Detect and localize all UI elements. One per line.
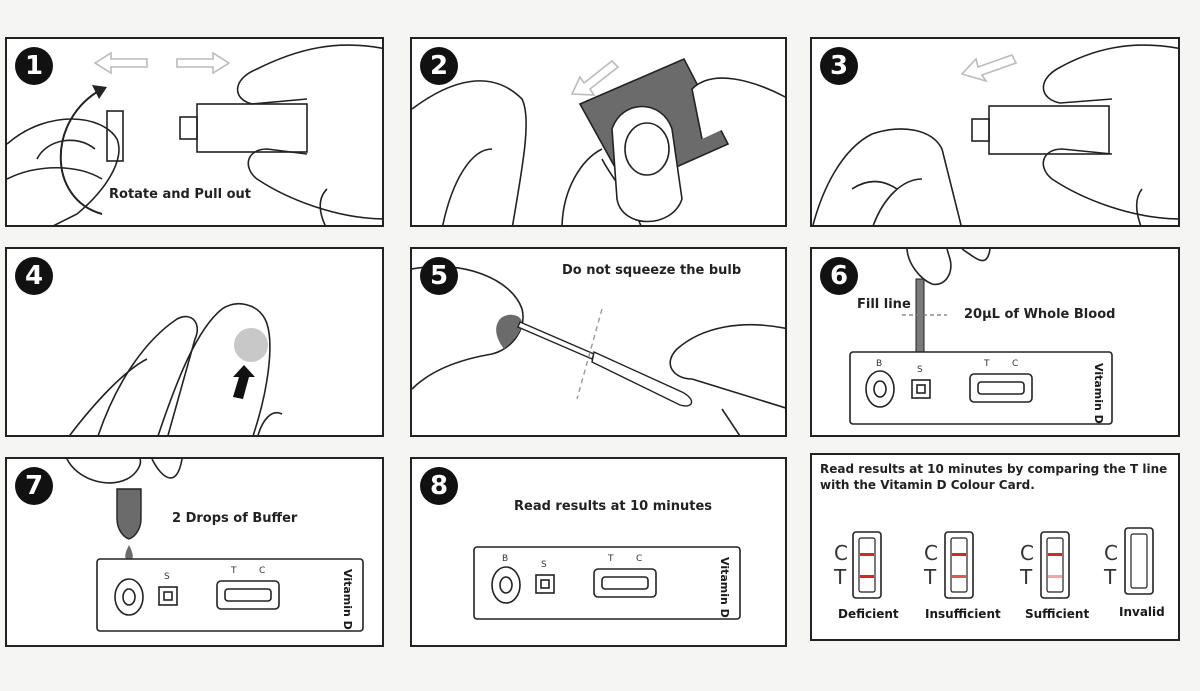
thumbnail: [624, 122, 670, 176]
line-label-t: T: [231, 566, 237, 576]
result-label: Insufficient: [925, 607, 1001, 621]
well-label-s: S: [917, 365, 923, 375]
c-line: [860, 553, 874, 556]
step-number-badge: 1: [15, 47, 53, 85]
blood-drop: [496, 314, 523, 349]
step-1-illustration: [7, 44, 382, 225]
line-label-c: C: [636, 554, 643, 564]
cassette-brand: Vitamin D: [1092, 363, 1105, 424]
step-7-caption: 2 Drops of Buffer: [172, 511, 298, 526]
lancet-cap: [106, 110, 124, 162]
results-instruction: Read results at 10 minutes by comparing …: [820, 462, 1168, 492]
line-label-t: T: [984, 359, 990, 369]
line-label-c: C: [1012, 359, 1019, 369]
step-6-panel: 6 Fill line 20µL of Whole Blood B S T C: [810, 247, 1180, 437]
c-line: [952, 553, 966, 556]
step-7-illustration: [66, 459, 364, 632]
step-number-badge: 7: [15, 467, 53, 505]
cassette-brand: Vitamin D: [341, 569, 354, 630]
step-3-illustration: [812, 44, 1178, 225]
rotate-arrow-icon: [59, 88, 103, 215]
step-8-panel: 8 Read results at 10 minutes B S T C Vit…: [410, 457, 787, 647]
line-label-t: T: [608, 554, 614, 564]
step-number-badge: 5: [420, 257, 458, 295]
step-8-caption: Read results at 10 minutes: [514, 499, 712, 514]
t-line: [952, 575, 966, 578]
strip-insufficient: [944, 531, 974, 599]
test-cassette: [473, 546, 741, 620]
strip-sufficient: [1040, 531, 1070, 599]
t-line: [1048, 575, 1062, 578]
step-2-panel: 2: [410, 37, 787, 227]
left-arrow-icon: [93, 51, 148, 75]
well-label-b: B: [502, 554, 509, 564]
left-arrow-icon: [960, 54, 1018, 83]
left-hand-outline: [7, 118, 120, 225]
step-4-panel: 4: [5, 247, 384, 437]
step-1-panel: 1 Rotate and Pull out: [5, 37, 384, 227]
step-2-illustration: [412, 57, 785, 225]
results-panel: Read results at 10 minutes by comparing …: [810, 453, 1180, 641]
well-label-b: B: [876, 359, 883, 369]
step-number-badge: 3: [820, 47, 858, 85]
step-1-caption: Rotate and Pull out: [109, 187, 251, 202]
step-6-fill-caption: Fill line: [857, 297, 911, 312]
lancet-body: [196, 103, 308, 153]
up-arrow-icon: [233, 365, 255, 399]
step-number-badge: 8: [420, 467, 458, 505]
step-3-panel: 3: [810, 37, 1180, 227]
step-8-illustration: [473, 546, 741, 620]
step-6-illustration: [849, 249, 1113, 425]
test-cassette: [849, 351, 1113, 425]
step-5-caption: Do not squeeze the bulb: [562, 263, 742, 278]
step-5-illustration: [412, 265, 785, 435]
right-arrow-icon: [176, 51, 231, 75]
line-label-c: C: [259, 566, 266, 576]
step-6-volume-caption: 20µL of Whole Blood: [964, 307, 1116, 322]
well-label-s: S: [541, 560, 547, 570]
step-7-panel: 7 2 Drops of Buffer S T C Vitamin D: [5, 457, 384, 647]
step-5-panel: 5 Do not squeeze the bulb: [410, 247, 787, 437]
puncture-site: [234, 328, 268, 362]
strip-deficient: [852, 531, 882, 599]
result-label: Sufficient: [1025, 607, 1090, 621]
step-number-badge: 4: [15, 257, 53, 295]
right-hand-outline: [236, 44, 382, 105]
result-label: Invalid: [1119, 605, 1165, 619]
c-line: [1048, 553, 1062, 556]
strip-invalid: [1124, 527, 1154, 595]
t-line: [860, 575, 874, 578]
step-number-badge: 2: [420, 47, 458, 85]
step-4-illustration: [69, 303, 283, 435]
down-left-arrow-icon: [570, 59, 620, 96]
test-cassette: [96, 558, 364, 632]
bulb-marker-line: [576, 308, 603, 400]
cassette-brand: Vitamin D: [718, 557, 731, 618]
well-label-s: S: [164, 572, 170, 582]
step-number-badge: 6: [820, 257, 858, 295]
result-label: Deficient: [838, 607, 899, 621]
buffer-bottle-tip: [116, 488, 142, 540]
pipette: [517, 321, 693, 407]
buffer-drop-1: [125, 545, 133, 561]
